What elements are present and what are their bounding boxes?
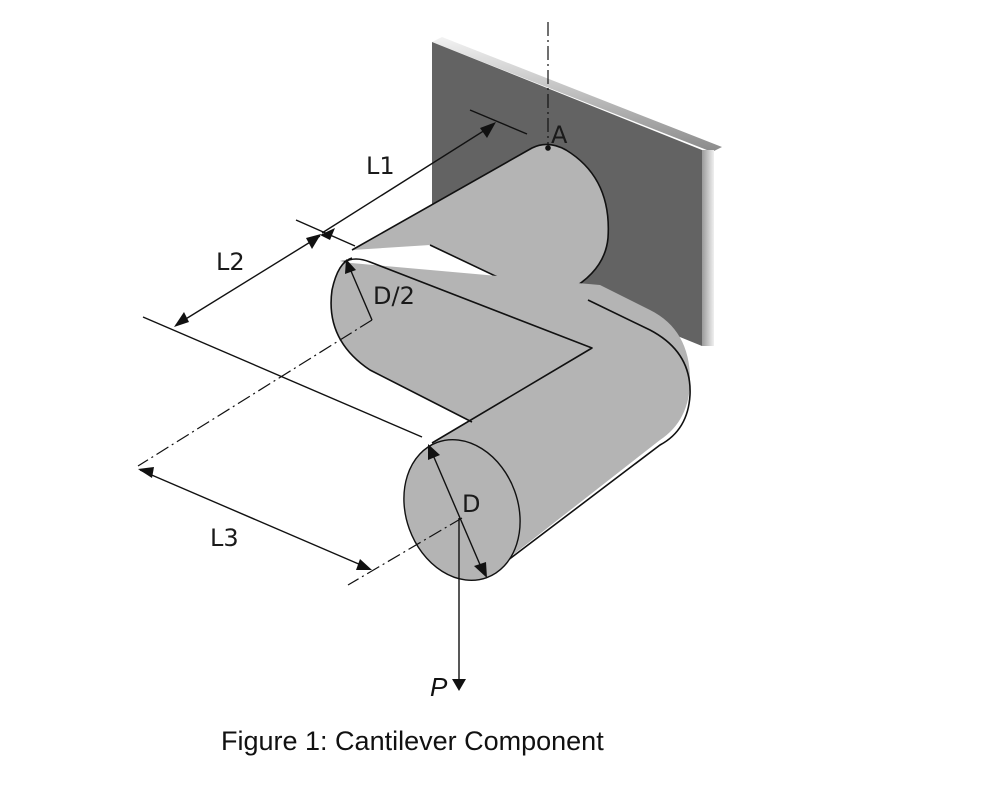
diameter-line — [429, 447, 485, 575]
dimension-l2: L2 — [142, 234, 423, 438]
figure-caption: Figure 1: Cantilever Component — [221, 726, 604, 756]
dimension-diameter: D — [428, 444, 487, 578]
cylinder-2-left-end — [330, 257, 473, 423]
point-a-label: A — [551, 121, 568, 149]
cylinder-segment-2 — [330, 257, 690, 565]
dimension-l1: L1 — [295, 109, 528, 247]
l2-dimension-line — [175, 235, 321, 326]
l2-label: L2 — [216, 248, 245, 276]
free-end-centerline — [347, 517, 463, 586]
cylinder-1-top-edge — [351, 143, 610, 299]
free-end-face — [403, 438, 521, 582]
l3-dimension-line — [139, 469, 369, 569]
l1-arrow-bottom — [320, 228, 335, 240]
diameter-label: D — [462, 490, 480, 518]
point-a-marker — [545, 145, 551, 151]
load-label: P — [430, 672, 448, 702]
l1-extension-top — [469, 109, 528, 135]
l3-arrow-left — [138, 467, 154, 478]
l1-label: L1 — [366, 152, 395, 180]
load-arrowhead — [452, 679, 466, 691]
load-p: P — [430, 518, 466, 702]
l1-dimension-line — [321, 124, 494, 234]
l2-arrow-bottom — [174, 312, 189, 327]
diameter-arrow-bottom — [474, 562, 487, 578]
radius-line — [347, 263, 373, 321]
radius-arrow — [345, 259, 356, 274]
l1-arrow-top — [480, 122, 496, 138]
radius-label: D/2 — [373, 282, 415, 310]
dimension-l3: L3 — [138, 467, 463, 586]
l3-label: L3 — [210, 524, 239, 552]
dimension-radius: D/2 — [137, 259, 415, 467]
cylinder-2-fill-main — [331, 258, 690, 565]
l3-arrow-right — [356, 559, 372, 570]
l2-extension-far — [142, 316, 423, 438]
wall-side-edge — [702, 150, 714, 346]
cylinder-3-right-silhouette — [494, 299, 691, 571]
diameter-arrow-top — [428, 444, 440, 460]
l2-arrow-top — [306, 234, 321, 249]
cylinder-segment-3 — [403, 299, 691, 582]
cylinder-2-centerline — [137, 319, 373, 467]
wall-top-edge — [432, 37, 722, 152]
cylinder-1-body — [352, 144, 609, 302]
